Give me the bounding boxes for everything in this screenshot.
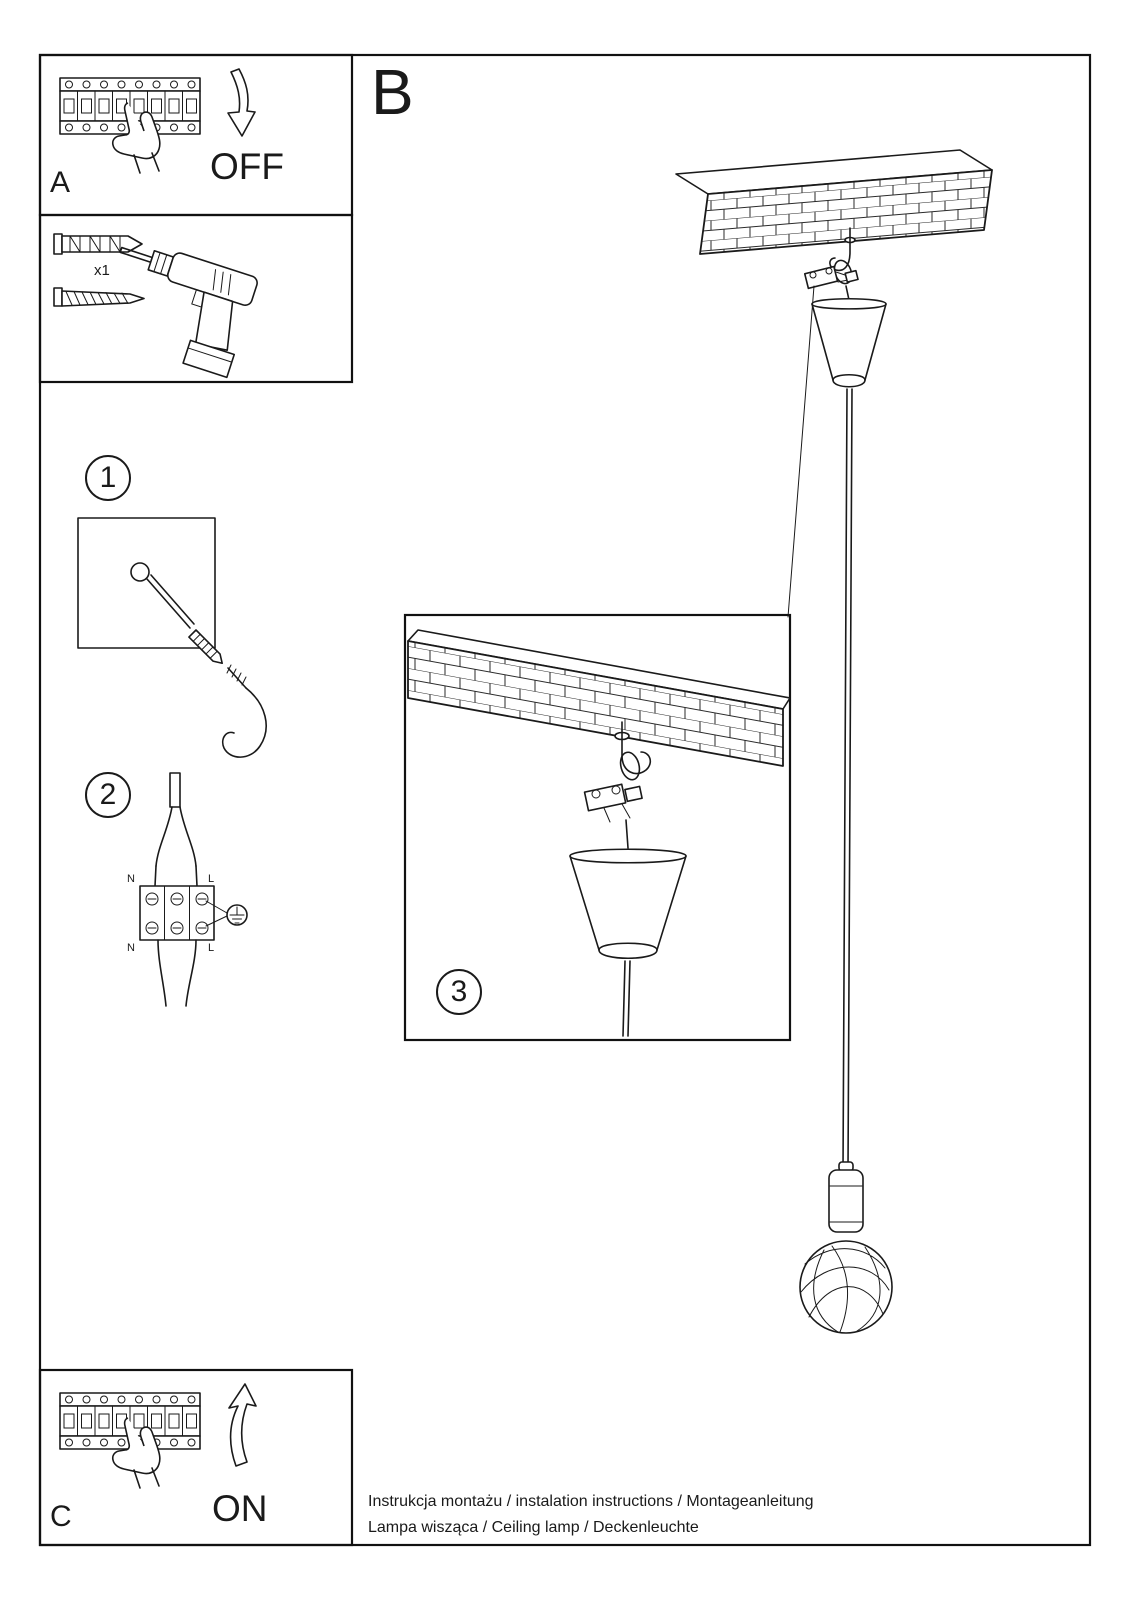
breaker-panel-c-illustration xyxy=(59,1383,257,1489)
panel-c-label: C xyxy=(50,1500,72,1533)
breaker-panel-a-illustration xyxy=(59,68,256,174)
ceiling-plank xyxy=(699,169,993,255)
supply-cable xyxy=(169,772,181,808)
light-bulb xyxy=(799,1240,893,1334)
screw-icon xyxy=(53,287,145,307)
step2-badge: 2 xyxy=(85,772,131,818)
step3-detail-illustration xyxy=(407,629,790,1037)
wall-plug-icon xyxy=(53,233,143,255)
anchor-in-hole xyxy=(188,629,223,665)
detail-ceiling-plank xyxy=(407,640,784,767)
step3-badge: 3 xyxy=(436,969,482,1015)
off-label: OFF xyxy=(210,146,284,187)
page-border xyxy=(38,53,1092,1547)
callout-line xyxy=(787,285,815,618)
main-lamp-illustration xyxy=(675,149,993,1334)
lamp-socket xyxy=(828,1161,864,1233)
step3-inset-box xyxy=(403,613,792,1042)
step2-illustration xyxy=(139,772,248,1007)
ceiling-canopy xyxy=(811,297,887,388)
footer-product-line: Lampa wisząca / Ceiling lamp / Deckenleu… xyxy=(368,1519,699,1536)
on-label: ON xyxy=(212,1488,268,1529)
hook-icon xyxy=(221,664,267,758)
cable-fork xyxy=(155,806,197,867)
drill-hole xyxy=(130,562,150,582)
step1-badge: 1 xyxy=(85,455,131,501)
detail-cable-clip xyxy=(583,783,643,823)
on-arrow-icon xyxy=(228,1383,257,1467)
detail-canopy xyxy=(569,848,687,959)
pendant-cable xyxy=(842,388,853,1171)
panel-a-label: A xyxy=(50,166,71,199)
outgoing-wires xyxy=(157,939,197,1007)
ceiling-hook-icon xyxy=(829,227,851,272)
terminal-l-top-label: L xyxy=(208,873,215,885)
off-arrow-icon xyxy=(227,68,256,137)
detail-hook-icon xyxy=(621,721,652,775)
terminal-n-top-label: N xyxy=(127,873,135,885)
drill-bit xyxy=(146,574,195,629)
ground-symbol xyxy=(205,900,248,927)
cable-clip xyxy=(803,265,859,290)
wall-square xyxy=(77,517,216,649)
detail-cable xyxy=(622,960,631,1037)
terminal-block xyxy=(139,885,215,941)
drill-icon xyxy=(119,246,258,379)
quantity-label: x1 xyxy=(94,262,110,279)
tools-box xyxy=(38,213,354,384)
terminal-l-bottom-label: L xyxy=(208,942,215,954)
footer-instructions-line: Instrukcja montażu / instalation instruc… xyxy=(368,1493,814,1510)
panel-c-box xyxy=(38,1368,354,1547)
step1-illustration xyxy=(77,517,267,758)
panel-b-label: B xyxy=(371,56,414,128)
terminal-n-bottom-label: N xyxy=(127,942,135,954)
detail-hanging-loop xyxy=(619,751,641,781)
